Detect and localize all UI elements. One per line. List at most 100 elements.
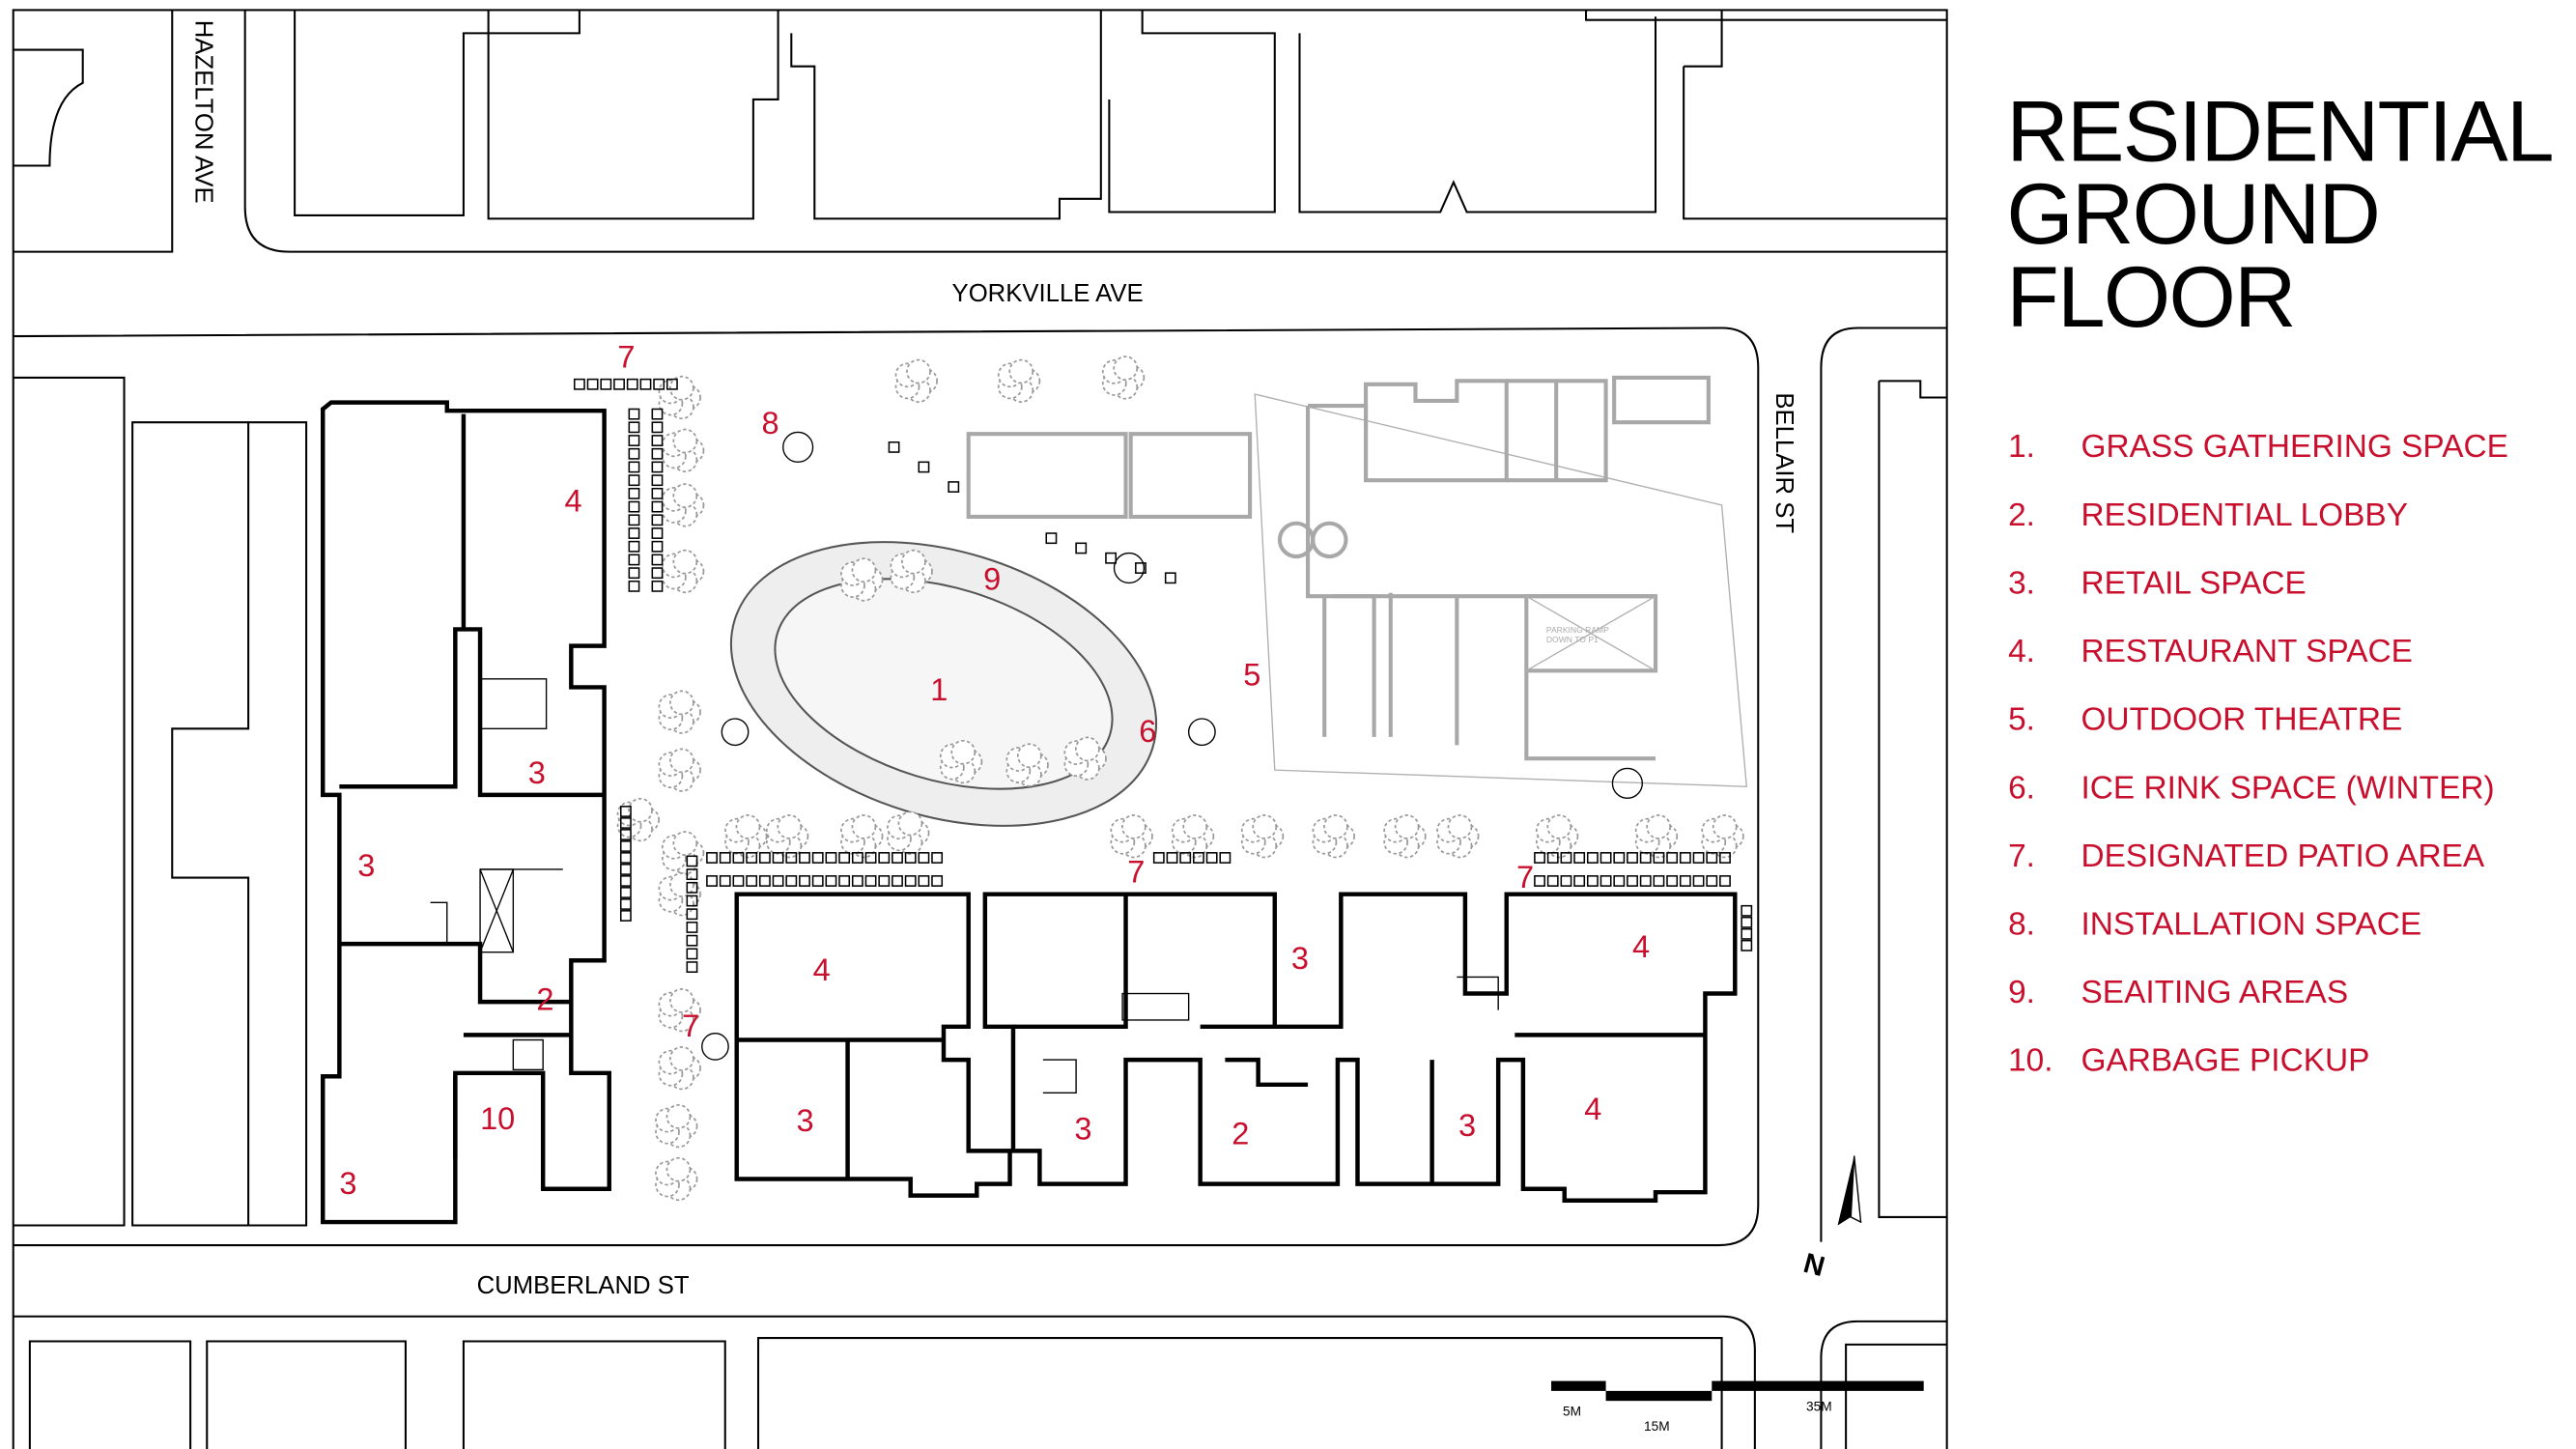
map-label: 9 [983, 561, 1001, 596]
patio-table [651, 474, 664, 487]
legend-number: 2. [2008, 497, 2035, 533]
patio-table [892, 852, 903, 864]
roads [13, 327, 1947, 1449]
map-label: 4 [813, 952, 831, 987]
patio-table [1534, 852, 1545, 864]
tree-icon [1312, 814, 1355, 859]
legend-number: 9. [2008, 975, 2035, 1010]
tree-icon [887, 810, 930, 855]
patio-table [628, 540, 640, 553]
tree-icon [1634, 814, 1679, 859]
map-label: 5 [1243, 658, 1260, 693]
patio-table [758, 875, 771, 887]
patio-table [628, 580, 640, 592]
patio-table [651, 487, 664, 499]
tree-icon [658, 375, 701, 420]
map-label: 3 [357, 848, 375, 883]
patio-table [686, 948, 698, 960]
patio-table [1560, 875, 1572, 887]
legend-item: 8.INSTALLATION SPACE [2008, 907, 2421, 943]
north-arrow-icon: N [1800, 1155, 1862, 1283]
patio-table [904, 875, 917, 887]
legend-item: 9.SEAITING AREAS [2008, 975, 2348, 1010]
patio-table [628, 500, 640, 513]
patio-table [1135, 562, 1146, 574]
legend-number: 10. [2008, 1043, 2052, 1079]
patio-table [1045, 532, 1058, 545]
tree-icon [658, 988, 701, 1033]
patio-table [651, 527, 664, 539]
legend-item: 5.OUTDOOR THEATRE [2008, 702, 2402, 738]
patio-table [1653, 852, 1665, 864]
patio-table [1692, 852, 1705, 864]
patio-table [1613, 875, 1626, 887]
patio-table [931, 852, 944, 864]
patio-table [619, 817, 632, 829]
patio-table [851, 875, 863, 887]
map-label: 4 [1632, 929, 1650, 964]
patio-table [864, 852, 877, 864]
patio-table [878, 875, 891, 887]
patio-table [1613, 852, 1626, 864]
patio-table [1741, 916, 1753, 928]
patio-table [732, 852, 745, 864]
map-label: 7 [1516, 860, 1534, 895]
patio-table [628, 554, 640, 566]
tree-icon [1436, 814, 1480, 859]
patio-table [918, 875, 930, 887]
patio-table [619, 840, 632, 852]
patio-table [628, 461, 640, 473]
patio-table [719, 875, 731, 887]
patio-table [619, 829, 632, 840]
legend-label: OUTDOOR THEATRE [2081, 702, 2403, 738]
legend-label: RESIDENTIAL LOBBY [2081, 497, 2409, 533]
patio-table [838, 852, 851, 864]
patio-table [573, 378, 585, 390]
patio-table [651, 500, 664, 513]
patio-table [1719, 852, 1731, 864]
installation-circles [701, 431, 1643, 1061]
legend-item: 10.GARBAGE PICKUP [2008, 1043, 2369, 1079]
scale-35m: 35M [1806, 1399, 1832, 1413]
patio-table [651, 447, 664, 460]
legend-label: GRASS GATHERING SPACE [2081, 429, 2508, 465]
patio-table [1599, 875, 1612, 887]
north-arrow-label: N [1800, 1248, 1828, 1283]
map-label: 3 [339, 1166, 356, 1201]
existing-building: PARKING RAMP DOWN TO P1 [966, 375, 1748, 787]
patio-table [1560, 852, 1572, 864]
patio-table [1586, 852, 1599, 864]
patio-table [1573, 852, 1586, 864]
tree-icon [997, 358, 1041, 403]
patio-table [628, 474, 640, 487]
tree-icon [890, 549, 933, 594]
patio-table [1706, 875, 1718, 887]
patio-table [651, 540, 664, 553]
map-label: 4 [1584, 1092, 1601, 1126]
patio-table [888, 440, 900, 453]
legend-number: 8. [2008, 907, 2035, 943]
patio-table [1586, 875, 1599, 887]
patio-table [619, 887, 632, 898]
legend-item: 6.ICE RINK SPACE (WINTER) [2008, 770, 2495, 806]
patio-table [825, 852, 837, 864]
patio-table [892, 875, 903, 887]
context-north [13, 10, 1947, 253]
legend-label: RETAIL SPACE [2081, 565, 2307, 601]
patio-table [732, 875, 745, 887]
patio-table [651, 461, 664, 473]
map-frame [12, 9, 1948, 1449]
patio-table [878, 852, 891, 864]
tree-icon [661, 428, 705, 472]
map-label: 10 [480, 1101, 515, 1136]
patio-table [1679, 852, 1691, 864]
patio-table [931, 875, 944, 887]
patio-table [904, 852, 917, 864]
legend-label: RESTAURANT SPACE [2081, 634, 2413, 669]
patio-table [686, 895, 698, 907]
patio-table [1627, 875, 1638, 887]
patio-table [626, 378, 638, 390]
patio-table [1534, 875, 1545, 887]
